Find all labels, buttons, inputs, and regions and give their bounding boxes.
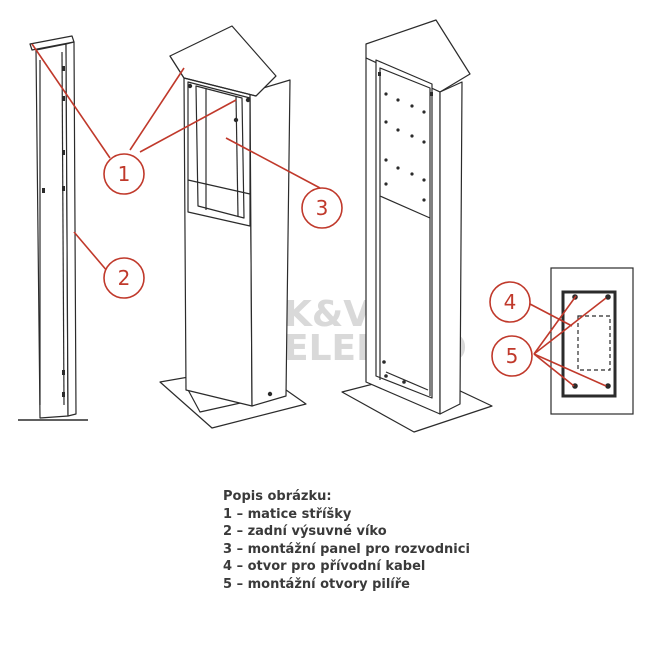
- base-detail-view: [550, 267, 634, 415]
- callout-1-label: 1: [118, 162, 131, 186]
- pillar-open-view: [341, 19, 493, 433]
- callout-2: 2: [103, 257, 145, 299]
- callout-3: 3: [301, 187, 343, 229]
- mounting-panel-holes: [378, 72, 433, 384]
- image-description: Popis obrázku: 1 – matice stříšky 2 – za…: [223, 488, 643, 593]
- callout-5: 5: [491, 335, 533, 377]
- callout-5-label: 5: [506, 344, 519, 368]
- pillar-side-holes: [42, 66, 65, 397]
- callout-1: 1: [103, 153, 145, 195]
- legend-item-1: 1 – matice stříšky: [223, 506, 352, 522]
- callout-2-label: 2: [118, 266, 131, 290]
- pillar-front-view: [159, 25, 307, 429]
- callout-4-label: 4: [504, 290, 517, 314]
- callout-4: 4: [489, 281, 531, 323]
- legend-item-2: 2 – zadní výsuvné víko: [223, 524, 387, 539]
- legend-item-4: 4 – otvor pro přívodní kabel: [223, 559, 426, 574]
- legend-item-3: 3 – montážní panel pro rozvodnici: [223, 541, 470, 557]
- legend-item-5: 5 – montážní otvory pilíře: [223, 576, 410, 592]
- watermark-text-line1: K&V: [284, 294, 371, 335]
- callout-3-label: 3: [316, 196, 329, 220]
- legend-title: Popis obrázku:: [223, 489, 332, 504]
- pillar-side-view: [18, 35, 88, 421]
- callout-leaders: [31, 43, 607, 387]
